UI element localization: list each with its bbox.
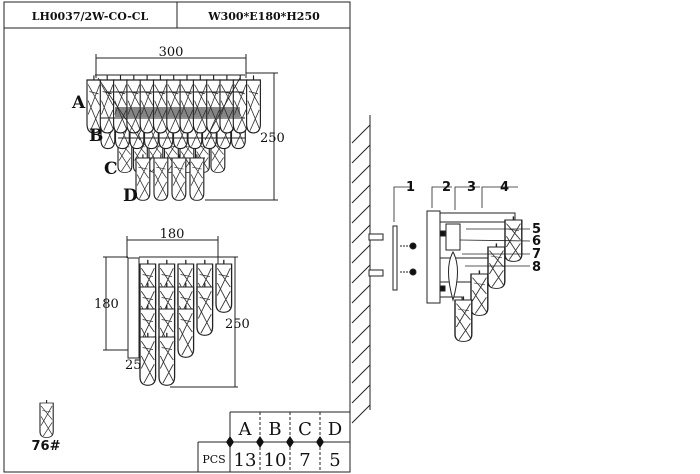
wall-anchor-icon [368,233,384,241]
part-number-6: 6 [532,234,541,249]
crystal-row-a [219,74,235,134]
part-number-1: 1 [406,180,415,195]
side-crystal [158,332,176,386]
side-crystal [177,304,195,358]
column-c-header: C [298,419,312,440]
part-number-8: 8 [532,260,541,275]
part-number-5: 5 [532,222,541,237]
part-number-4: 4 [500,180,509,195]
crystal-row-a [232,74,248,134]
crystal-row-a [192,74,208,134]
side-view: 180 180 250 25 [94,227,250,388]
part-number-7: 7 [532,247,541,262]
wall-hatch [351,115,371,424]
pcs-d: 5 [329,450,340,471]
column-a-header: A [238,419,253,440]
part-number-2: 2 [442,180,451,195]
side-plate-height-dimension: 180 [94,297,119,312]
crystal-row-a [166,74,182,134]
crystal-row-d [171,153,187,201]
crystal-detail: 76# [32,399,61,454]
side-offset-dimension: 25 [125,358,142,373]
installation-crystal [454,295,473,343]
front-height-dimension: 250 [260,131,285,146]
crystal-code: 76# [32,439,61,454]
column-d-header: D [328,419,342,440]
front-width-dimension: 300 [159,45,184,60]
pcs-b: 10 [264,450,287,471]
row-label-c: C [104,159,118,179]
backplate [426,210,441,304]
installation-view: 1 2 3 4 5 6 7 8 [351,115,541,424]
part-number-3: 3 [467,180,476,195]
row-label-d: D [123,186,138,206]
pcs-a: 13 [234,450,257,471]
column-b-header: B [268,419,281,440]
installation-crystal [470,269,489,317]
side-crystal [139,332,157,386]
overall-dimensions: W300*E180*H250 [207,10,320,23]
row-label-a: A [71,93,86,113]
crystal-row-d [153,153,169,201]
crystal-row-a [152,74,168,134]
title-block [3,1,351,473]
front-view: 300 250 A B C D [71,45,285,206]
pcs-c: 7 [299,450,310,471]
row-label-b: B [89,126,103,146]
model-number: LH0037/2W-CO-CL [32,10,149,23]
crystal-row-a [246,74,261,134]
crystal-row-d [135,153,151,201]
mounting-plate [392,225,398,291]
pcs-header: PCS [202,453,225,466]
installation-crystal [504,215,523,263]
crystal-row-d [189,153,205,201]
side-depth-dimension: 180 [160,227,185,242]
side-height-dimension: 250 [225,317,250,332]
canopy-band [115,107,240,117]
crystal-row-a [86,74,102,134]
crystal-row-a [179,74,195,134]
wall-anchor-icon [368,269,384,277]
side-crystal [215,259,233,313]
crystal-row-a [139,74,155,134]
side-crystal [196,282,214,336]
